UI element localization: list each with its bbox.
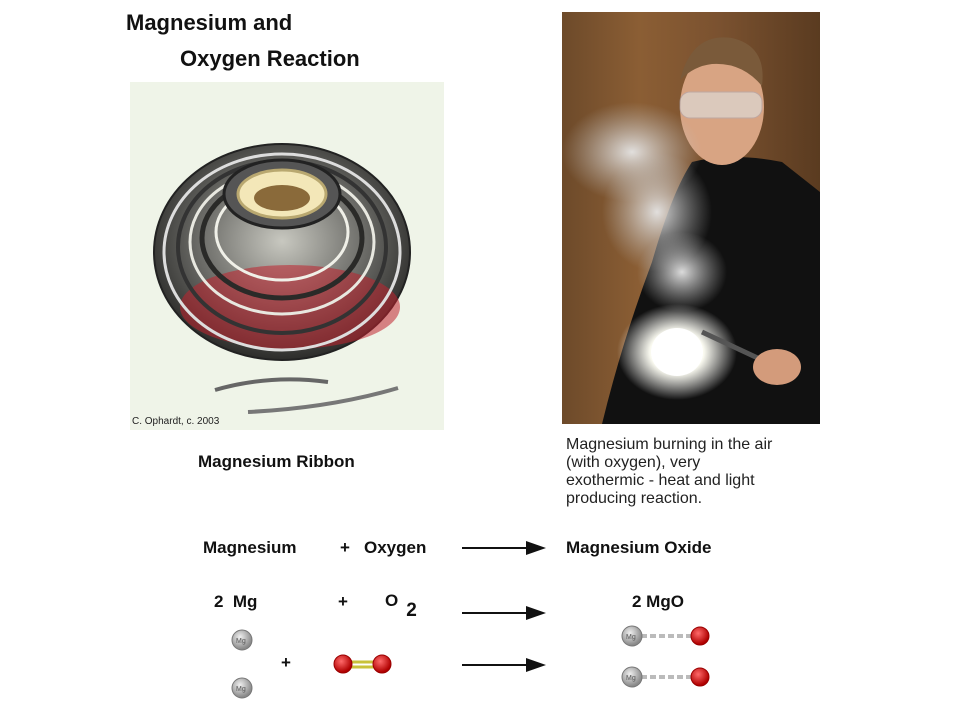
ribbon-caption: Magnesium Ribbon bbox=[198, 452, 355, 471]
photo-credit: C. Ophardt, c. 2003 bbox=[132, 416, 220, 427]
burning-magnesium-photo bbox=[562, 12, 820, 424]
formula-product-mgo: 2 MgO bbox=[632, 592, 684, 611]
burning-caption-line-4: producing reaction. bbox=[566, 490, 703, 507]
mg-atom-label: Mg bbox=[626, 675, 636, 682]
magnesium-oxide-molecule-model: Mg bbox=[621, 666, 710, 688]
magnesium-ribbon-photo: C. Ophardt, c. 2003 bbox=[130, 82, 444, 430]
molecule-plus: + bbox=[281, 653, 291, 672]
magnesium-oxide-molecule-model: Mg bbox=[621, 625, 710, 647]
formula-oxygen-symbol: O bbox=[385, 591, 399, 610]
burning-caption-line-1: Magnesium burning in the air bbox=[566, 436, 773, 453]
arrow-word-equation bbox=[462, 541, 546, 555]
mg-atom-label: Mg bbox=[236, 638, 246, 645]
title-line-1: Magnesium and bbox=[126, 10, 293, 35]
formula-plus: + bbox=[338, 592, 348, 611]
burning-caption-line-3: exothermic - heat and light bbox=[566, 472, 755, 489]
formula-reactant-mg: 2 Mg bbox=[214, 592, 258, 611]
word-plus: + bbox=[340, 538, 350, 557]
mg-atom-label: Mg bbox=[236, 686, 246, 693]
magnesium-atom-model bbox=[231, 629, 253, 651]
title-line-2: Oxygen Reaction bbox=[180, 46, 360, 71]
arrow-formula-equation bbox=[462, 606, 546, 620]
mg-atom-label: Mg bbox=[626, 634, 636, 641]
burning-caption: Magnesium burning in the air (with oxyge… bbox=[566, 436, 772, 508]
burning-scene-illustration bbox=[562, 37, 820, 424]
word-product-magnesium-oxide: Magnesium Oxide bbox=[566, 538, 712, 557]
ribbon-coil-illustration bbox=[153, 143, 411, 414]
oxygen-molecule-model bbox=[333, 654, 392, 674]
magnesium-atom-model bbox=[231, 677, 253, 699]
formula-oxygen-subscript: 2 bbox=[406, 600, 417, 621]
arrow-molecule-equation bbox=[462, 658, 546, 672]
word-reactant-oxygen: Oxygen bbox=[364, 538, 427, 557]
burning-caption-line-2: (with oxygen), very bbox=[566, 454, 701, 471]
word-reactant-magnesium: Magnesium bbox=[203, 538, 297, 557]
